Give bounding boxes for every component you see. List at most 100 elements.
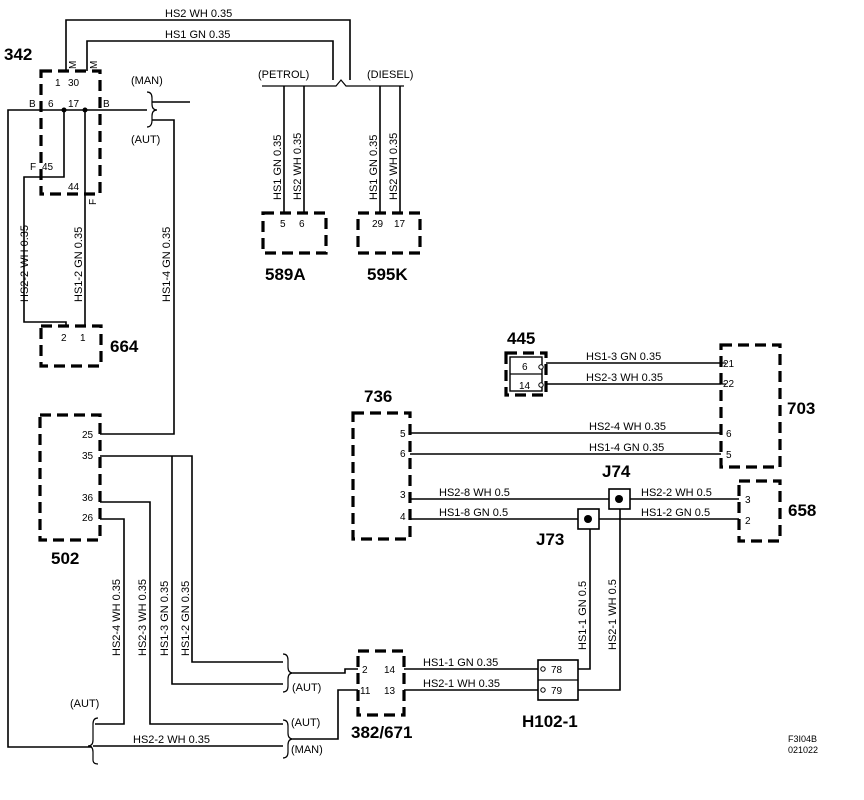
svg-text:5: 5 <box>280 219 286 230</box>
label-658: 658 <box>788 501 816 520</box>
wire-label-hs2-595: HS2 WH 0.35 <box>388 133 400 200</box>
wire-hs1-4-left <box>100 119 175 435</box>
wire-b-left <box>7 109 92 748</box>
svg-text:3: 3 <box>400 490 406 501</box>
wire-label-hs1-2-502: HS1-2 GN 0.35 <box>180 581 192 656</box>
connector-382-671 <box>356 649 406 717</box>
svg-text:29: 29 <box>372 219 384 230</box>
pins-382-671: 2 14 11 13 <box>360 665 396 697</box>
wire-label-hs1-3-502: HS1-3 GN 0.35 <box>159 581 171 656</box>
wire-label-hs2-2-left: HS2-2 WH 0.35 <box>19 225 31 302</box>
svg-text:3: 3 <box>745 495 751 506</box>
pins-H102-1: 78 79 <box>551 665 563 697</box>
pins-595K: 29 17 <box>372 219 406 230</box>
svg-text:25: 25 <box>82 430 94 441</box>
wire-label-hs2-1-v: HS2-1 WH 0.5 <box>607 579 619 650</box>
svg-text:5: 5 <box>400 429 406 440</box>
wire-label-hs1-2-left: HS1-2 GN 0.35 <box>73 227 85 302</box>
wire-label-hs2-4-502: HS2-4 WH 0.35 <box>111 579 123 656</box>
wire-502-26 <box>95 518 125 725</box>
svg-text:79: 79 <box>551 686 563 697</box>
pins-736: 5 6 3 4 <box>400 429 406 523</box>
wire-label-hs2-2-bottom: HS2-2 WH 0.35 <box>133 734 210 746</box>
svg-text:2: 2 <box>745 516 751 527</box>
svg-text:M: M <box>89 61 100 69</box>
label-445: 445 <box>507 329 535 348</box>
connector-342 <box>39 69 102 196</box>
wire-hs1-3-502 <box>171 456 283 685</box>
connector-703 <box>719 343 782 469</box>
svg-text:4: 4 <box>400 512 406 523</box>
pins-703: 21 22 6 5 <box>723 359 735 461</box>
label-J74: J74 <box>602 462 631 481</box>
wire-label-hs1-3-445: HS1-3 GN 0.35 <box>586 351 661 363</box>
note-aut-382a: (AUT) <box>292 682 321 694</box>
svg-text:F: F <box>88 199 99 205</box>
wire-label-hs1-4-736: HS1-4 GN 0.35 <box>589 442 664 454</box>
wire-hs2-1-v <box>578 508 621 691</box>
note-aut-left: (AUT) <box>70 698 99 710</box>
wire-label-hs1-4-left: HS1-4 GN 0.35 <box>161 227 173 302</box>
connector-595K <box>356 211 422 255</box>
note-petrol: (PETROL) <box>258 69 309 81</box>
wire-hs2-top <box>65 19 351 80</box>
wire-label-hs2-2-658: HS2-2 WH 0.5 <box>641 487 712 499</box>
label-J73: J73 <box>536 530 564 549</box>
svg-text:78: 78 <box>551 665 563 676</box>
wire-502-35 <box>100 455 283 663</box>
note-man-top: (MAN) <box>131 75 163 87</box>
svg-text:22: 22 <box>723 379 735 390</box>
svg-text:13: 13 <box>384 686 396 697</box>
svg-text:6: 6 <box>48 99 54 110</box>
connector-445 <box>504 351 548 397</box>
aut-man-bracket-left <box>87 717 99 765</box>
wire-label-hs1-1-h: HS1-1 GN 0.35 <box>423 657 498 669</box>
svg-text:6: 6 <box>400 449 406 460</box>
svg-text:B: B <box>29 99 36 110</box>
pins-445: 6 14 <box>519 362 531 392</box>
wire-hs2-2-left <box>23 110 67 326</box>
label-736: 736 <box>364 387 392 406</box>
wire-label-hs2-top: HS2 WH 0.35 <box>165 8 232 20</box>
label-703: 703 <box>787 399 815 418</box>
wire-hs1-1-v <box>578 528 591 670</box>
wire-label-hs2-8: HS2-8 WH 0.5 <box>439 487 510 499</box>
wire-label-hs2-3-502: HS2-3 WH 0.35 <box>137 579 149 656</box>
connector-589A <box>261 211 328 255</box>
svg-text:44: 44 <box>68 182 80 193</box>
svg-text:2: 2 <box>362 665 368 676</box>
wire-label-hs2-1-h: HS2-1 WH 0.35 <box>423 678 500 690</box>
wire-label-hs2-4-736: HS2-4 WH 0.35 <box>589 421 666 433</box>
wire-label-hs2-589: HS2 WH 0.35 <box>292 133 304 200</box>
note-aut-top: (AUT) <box>131 134 160 146</box>
note-diesel: (DIESEL) <box>367 69 413 81</box>
svg-text:1: 1 <box>80 333 86 344</box>
wire-label-hs1-589: HS1 GN 0.35 <box>272 135 284 200</box>
svg-text:45: 45 <box>42 162 54 173</box>
svg-text:14: 14 <box>519 381 531 392</box>
wire-label-hs1-8: HS1-8 GN 0.5 <box>439 507 508 519</box>
petrol-diesel-bracket <box>262 79 404 87</box>
label-502: 502 <box>51 549 79 568</box>
wire-label-hs1-1-v: HS1-1 GN 0.5 <box>577 581 589 650</box>
wire-label-hs1-595: HS1 GN 0.35 <box>368 135 380 200</box>
man-aut-bracket-top <box>146 91 158 128</box>
svg-text:21: 21 <box>723 359 735 370</box>
pins-658: 3 2 <box>745 495 751 527</box>
svg-text:6: 6 <box>726 429 732 440</box>
wire-hs1-top <box>86 40 334 80</box>
svg-text:35: 35 <box>82 451 94 462</box>
connector-658 <box>737 479 782 543</box>
svg-text:6: 6 <box>299 219 305 230</box>
wire-502-36 <box>100 501 283 725</box>
svg-text:26: 26 <box>82 513 94 524</box>
label-595K: 595K <box>367 265 408 284</box>
svg-text:F: F <box>30 162 36 173</box>
svg-text:M: M <box>68 61 79 69</box>
connector-736 <box>351 411 412 541</box>
svg-text:5: 5 <box>726 450 732 461</box>
svg-text:6: 6 <box>522 362 528 373</box>
label-664: 664 <box>110 337 139 356</box>
svg-text:30: 30 <box>68 78 80 89</box>
